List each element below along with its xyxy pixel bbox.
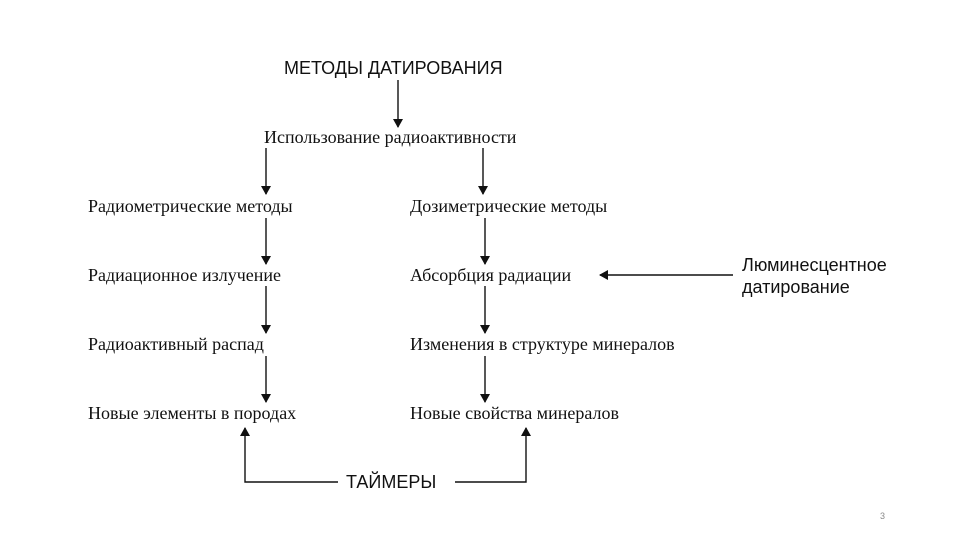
arrow-timers-to-right-step3 xyxy=(455,427,531,483)
node-radiometric-methods: Радиометрические методы xyxy=(88,196,293,216)
node-radioactive-decay: Радиоактивный распад xyxy=(88,334,264,354)
node-radiation-absorption: Абсорбция радиации xyxy=(410,265,572,285)
node-dosimetric-methods: Дозиметрические методы xyxy=(410,196,608,216)
node-radioactivity-use: Использование радиоактивности xyxy=(264,127,517,147)
node-luminescence-dating: Люминесцентное датирование xyxy=(742,255,887,297)
page-number: 3 xyxy=(880,511,886,521)
node-mineral-structure-changes: Изменения в структуре минералов xyxy=(410,334,675,354)
node-new-mineral-properties: Новые свойства минералов xyxy=(410,403,619,423)
arrow-timers-to-left-step3 xyxy=(240,427,338,483)
node-timers: ТАЙМЕРЫ xyxy=(346,472,437,492)
node-new-elements: Новые элементы в породах xyxy=(88,403,297,423)
node-radiation-emission: Радиационное излучение xyxy=(88,265,282,285)
diagram-title: МЕТОДЫ ДАТИРОВАНИЯ xyxy=(284,58,503,78)
